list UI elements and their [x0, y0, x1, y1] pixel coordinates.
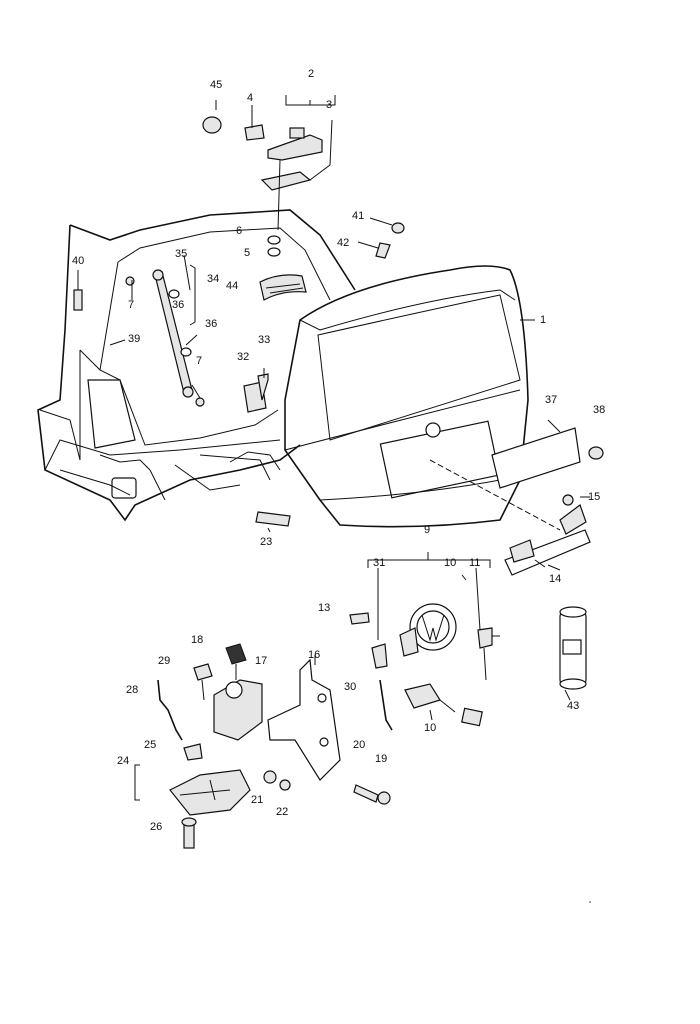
- rod-30: [379, 679, 393, 731]
- callout-23: 23: [260, 536, 272, 548]
- callout-38: 38: [593, 404, 605, 416]
- part-43-cylinder: [559, 606, 587, 690]
- callout-28: 28: [126, 684, 138, 696]
- trim-panel-37: [491, 419, 604, 489]
- callout-11: 11: [469, 557, 480, 569]
- callout-43: 43: [567, 700, 579, 712]
- actuator-10: [404, 683, 483, 727]
- callout-40: 40: [72, 255, 84, 267]
- callout-6: 6: [236, 225, 242, 237]
- leader-line: [109, 339, 126, 346]
- callout-33: 33: [258, 334, 270, 346]
- callout-44: 44: [226, 280, 238, 292]
- callout-7-bottom: 7: [196, 355, 202, 367]
- lock-assembly: [134, 643, 391, 849]
- callout-18: 18: [191, 634, 203, 646]
- callout-labels: 45 4 2 3 41 42 6 5 40 35 34 44 7 36 36 3…: [72, 68, 605, 833]
- callout-26: 26: [150, 821, 162, 833]
- vehicle-body-rear: [37, 209, 356, 522]
- part-23-stud: [255, 511, 291, 533]
- emblem-lock-cylinder: [349, 552, 500, 681]
- callout-34: 34: [207, 273, 219, 285]
- callout-15: 15: [588, 491, 600, 503]
- callout-32: 32: [237, 351, 249, 363]
- callout-30: 30: [344, 681, 356, 693]
- callout-41: 41: [352, 210, 364, 222]
- callout-20: 20: [353, 739, 365, 751]
- callout-5: 5: [244, 247, 250, 259]
- leader-line: [547, 564, 561, 571]
- callout-13: 13: [318, 602, 330, 614]
- callout-36-bottom: 36: [205, 318, 217, 330]
- leader-line: [564, 689, 571, 701]
- callout-25: 25: [144, 739, 156, 751]
- callout-45: 45: [210, 79, 222, 91]
- callout-24: 24: [117, 755, 129, 767]
- callout-42: 42: [337, 237, 349, 249]
- callout-9: 9: [424, 524, 430, 536]
- callout-19: 19: [375, 753, 387, 765]
- callout-39: 39: [128, 333, 140, 345]
- callout-1: 1: [540, 314, 546, 326]
- callout-31: 31: [373, 557, 385, 569]
- callout-22: 22: [276, 806, 288, 818]
- callout-7-top: 7: [128, 299, 134, 311]
- callout-10-bottom: 10: [424, 722, 436, 734]
- fastener-41-42: [357, 217, 405, 259]
- tailgate: [284, 265, 529, 528]
- handle-assembly: [429, 459, 591, 576]
- callout-2: 2: [308, 68, 314, 80]
- speck-dot: [589, 901, 591, 903]
- hinge-assembly: [202, 95, 336, 231]
- callout-4: 4: [247, 92, 253, 104]
- callout-36-top: 36: [172, 299, 184, 311]
- callout-10-top: 10: [444, 557, 456, 569]
- callout-17: 17: [255, 655, 267, 667]
- callout-21: 21: [251, 794, 263, 806]
- callout-3: 3: [326, 99, 332, 111]
- callout-14: 14: [549, 573, 561, 585]
- callout-37: 37: [545, 394, 557, 406]
- callout-16: 16: [308, 649, 320, 661]
- callout-29: 29: [158, 655, 170, 667]
- callout-35: 35: [175, 248, 187, 260]
- strut-fasteners: [73, 235, 307, 413]
